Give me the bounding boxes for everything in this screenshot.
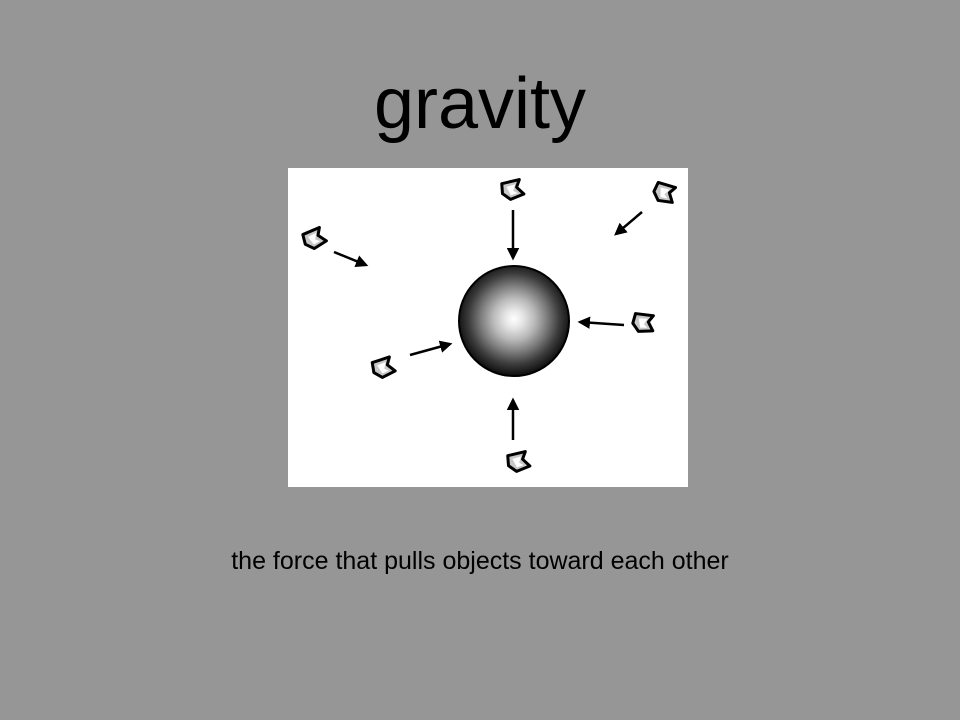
rock-icon <box>369 354 398 381</box>
rock-icon <box>300 225 329 253</box>
arrow-icon <box>333 250 369 268</box>
rock-icon <box>630 310 657 336</box>
planet-sphere-icon <box>458 265 570 377</box>
arrow-icon <box>577 316 625 329</box>
slide-title: gravity <box>373 64 587 144</box>
gravity-diagram <box>288 168 688 487</box>
gravity-diagram-svg <box>300 177 679 475</box>
arrow-icon <box>409 340 453 357</box>
arrow-icon <box>614 211 643 236</box>
rock-icon <box>499 177 526 203</box>
rock-icon <box>505 449 532 475</box>
slide-caption: the force that pulls objects toward each… <box>231 547 729 575</box>
rock-icon <box>650 179 679 207</box>
